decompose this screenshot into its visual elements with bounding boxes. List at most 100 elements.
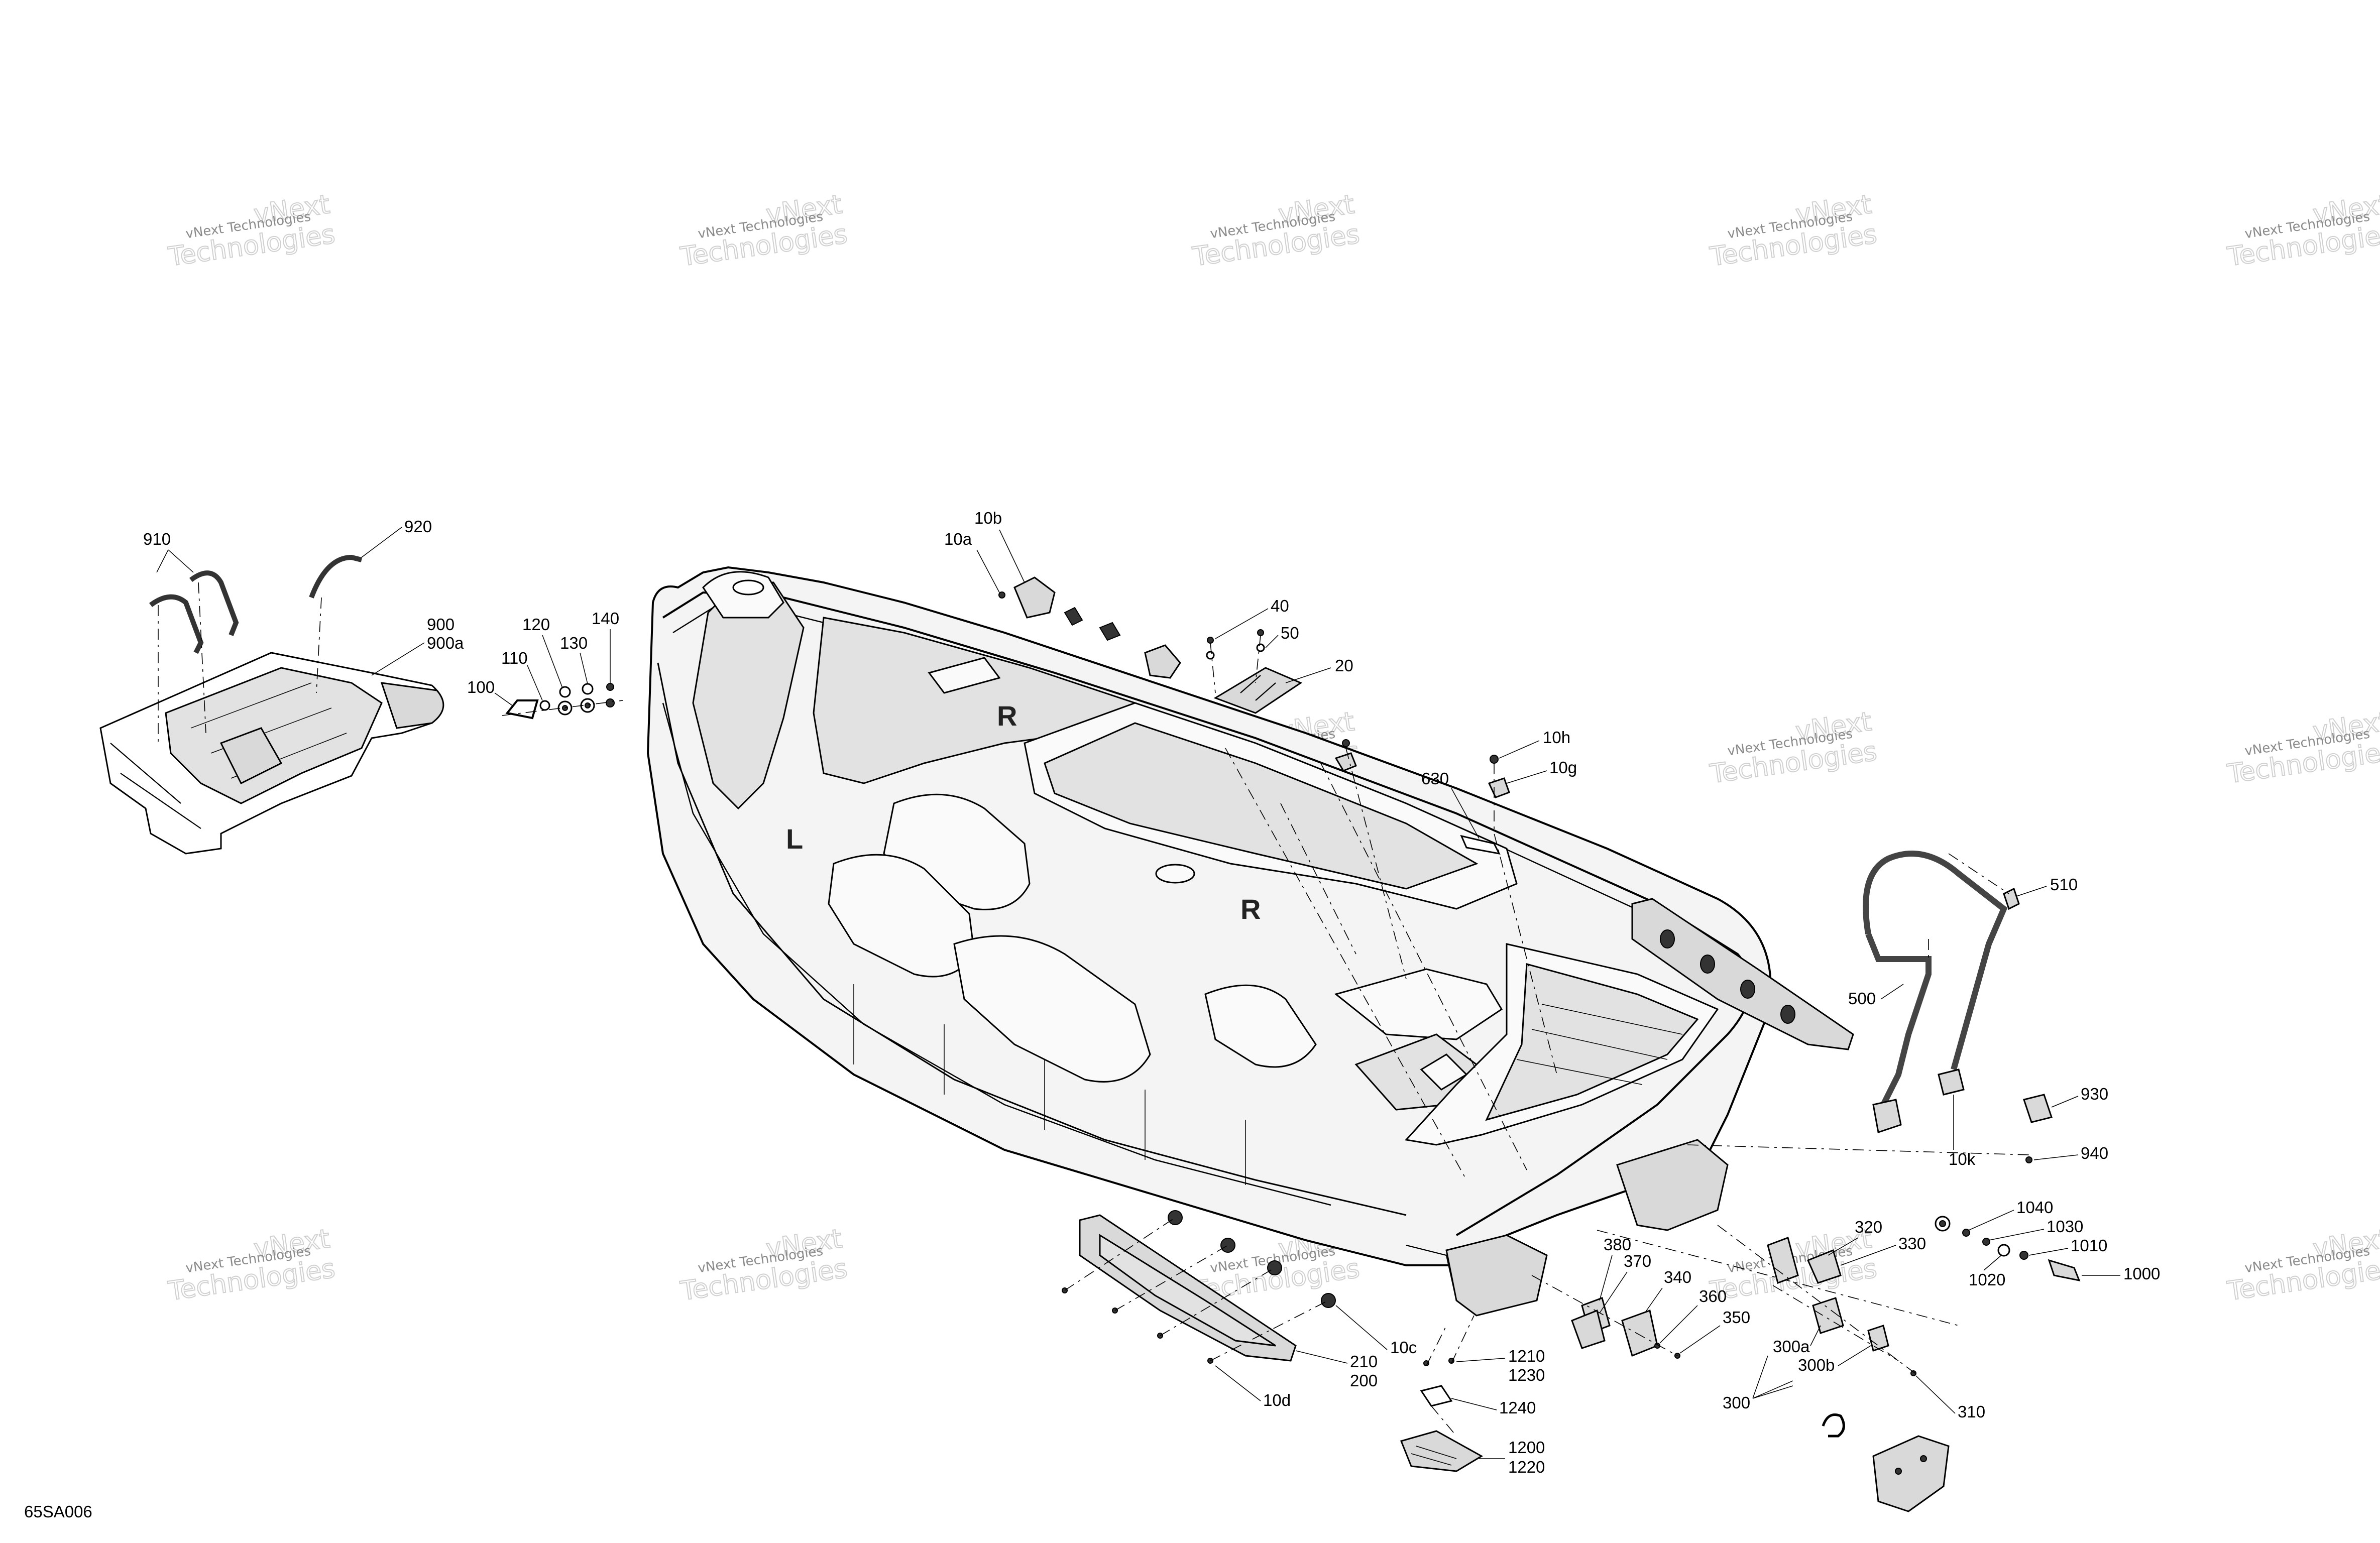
hose-fitting-510 xyxy=(2003,887,2020,910)
sponson-left-face xyxy=(1099,1234,1276,1347)
callout-10b: 10b xyxy=(974,509,1002,527)
mid-hardware xyxy=(1334,739,1557,1075)
part-300a xyxy=(1812,1297,1844,1334)
watermark-11: Technologies vNext vNext Technologies xyxy=(166,1223,337,1307)
leader-50 xyxy=(1265,635,1279,648)
seat-rear-right xyxy=(1334,968,1503,1040)
leader-360 xyxy=(1659,1305,1698,1344)
sponson-left-nut-2 xyxy=(1220,1238,1235,1253)
part-370 xyxy=(1571,1309,1606,1349)
step-axis xyxy=(1426,1315,1475,1437)
hose-assembly xyxy=(1863,851,2020,1133)
sponson-left-axis xyxy=(1064,1217,1329,1361)
step-callouts: 1210 1230 1240 1200 1220 xyxy=(1451,1347,1545,1476)
watermark-15: Technologies vNext vNext Technologies xyxy=(2225,1223,2380,1307)
part-930 xyxy=(2023,1094,2053,1123)
boarding-platform-assembly xyxy=(99,554,444,855)
leader-500 xyxy=(1880,984,1904,1000)
callout-910: 910 xyxy=(143,530,171,548)
part-10h xyxy=(1490,755,1499,764)
callout-340: 340 xyxy=(1664,1268,1691,1286)
center-console-top xyxy=(1044,722,1479,890)
callout-1230: 1230 xyxy=(1508,1366,1545,1384)
part-120-hole xyxy=(562,705,568,711)
sponson-left-callouts: 210 200 10d 10c xyxy=(1215,1305,1417,1409)
drain-plug-set xyxy=(1935,1216,2081,1282)
part-10a xyxy=(998,591,1005,599)
callout-210: 210 xyxy=(1350,1352,1378,1371)
part-320-fitting xyxy=(1806,1249,1842,1284)
stern-transom xyxy=(1616,1139,1729,1231)
mid-hardware-callouts: 10h 10g 630 xyxy=(1421,728,1577,839)
leader-1010 xyxy=(2028,1248,2069,1256)
callout-300b: 300b xyxy=(1798,1356,1835,1374)
part-300b xyxy=(1867,1325,1889,1352)
part-1010 xyxy=(2019,1251,2028,1260)
leader-10c xyxy=(1335,1305,1388,1350)
watermark-1: Technologies vNext vNext Technologies xyxy=(166,189,337,273)
leader-940 xyxy=(2033,1154,2079,1160)
leader-340 xyxy=(1644,1287,1663,1314)
leader-20 xyxy=(1285,667,1331,683)
callout-630: 630 xyxy=(1421,769,1449,788)
callout-40: 40 xyxy=(1271,597,1289,615)
stern-deck-tread xyxy=(1485,963,1699,1121)
stern-hardware-callouts: 380 370 340 360 350 320 330 300a 300b 30… xyxy=(1599,1218,1985,1421)
hose-fitting-lower xyxy=(1872,1099,1902,1133)
part-310 xyxy=(1910,1370,1916,1376)
part-1020 xyxy=(1997,1244,2010,1257)
leader-900 xyxy=(371,642,425,676)
step-tread xyxy=(1411,1446,1457,1466)
right-marker-1: R xyxy=(997,700,1017,732)
callout-300a: 300a xyxy=(1773,1337,1810,1356)
callout-10h: 10h xyxy=(1543,728,1570,747)
bow-vent xyxy=(928,657,1001,694)
callout-310: 310 xyxy=(1958,1402,1985,1421)
watermark-12: Technologies vNext vNext Technologies xyxy=(678,1223,850,1307)
leader-920 xyxy=(361,527,402,558)
hull-assembly-lines xyxy=(1225,748,1527,1180)
seat-middle xyxy=(953,935,1151,1083)
callout-1040: 1040 xyxy=(2016,1198,2053,1217)
part-10g xyxy=(1488,777,1510,798)
callout-500: 500 xyxy=(1848,989,1876,1008)
sponson-right-hole-3 xyxy=(1740,980,1755,999)
leader-1030 xyxy=(1988,1229,2045,1241)
fastener-set-100-140 xyxy=(502,683,623,720)
part-50-a xyxy=(1206,651,1215,660)
callout-10a: 10a xyxy=(944,530,972,548)
callout-50: 50 xyxy=(1281,624,1299,642)
drain-plug-callouts: 1040 1030 1010 1020 1000 xyxy=(1968,1198,2160,1289)
callout-920: 920 xyxy=(404,517,432,536)
hull-outer-shell xyxy=(646,566,1772,1266)
sponson-left-nut-1 xyxy=(1168,1210,1183,1225)
sponson-left-nut-3 xyxy=(1267,1260,1282,1275)
part-40-a xyxy=(1207,637,1214,644)
hull-body: R R L xyxy=(646,566,1772,1317)
sponson-left-nut-4 xyxy=(1321,1293,1336,1308)
callout-130: 130 xyxy=(560,634,588,652)
stern-hardware-axis xyxy=(1531,1225,1919,1376)
center-drain xyxy=(1155,864,1195,884)
part-130b xyxy=(582,683,594,695)
sponson-right-hole-1 xyxy=(1660,929,1675,948)
handle-920 xyxy=(309,554,363,599)
stern-step-hole-1 xyxy=(1895,1468,1902,1475)
callout-930: 930 xyxy=(2081,1085,2108,1103)
sponson-right-hole-2 xyxy=(1700,955,1715,974)
leader-10d xyxy=(1215,1365,1261,1401)
hull-strake-line xyxy=(662,702,1331,1206)
leader-350 xyxy=(1679,1325,1721,1354)
hose-axis xyxy=(1928,853,2009,959)
callout-1220: 1220 xyxy=(1508,1458,1545,1476)
part-u-clamp xyxy=(1822,1413,1845,1438)
callout-1210: 1210 xyxy=(1508,1347,1545,1365)
part-1030-b xyxy=(1982,1238,1990,1246)
part-940 xyxy=(2025,1156,2032,1163)
part-10e xyxy=(1342,739,1350,747)
callout-10d: 10d xyxy=(1263,1391,1291,1409)
callout-1010: 1010 xyxy=(2071,1236,2107,1255)
part-120b xyxy=(559,686,571,698)
callout-320: 320 xyxy=(1855,1218,1882,1236)
fastener-callouts: 100 110 120 130 140 xyxy=(467,609,619,706)
